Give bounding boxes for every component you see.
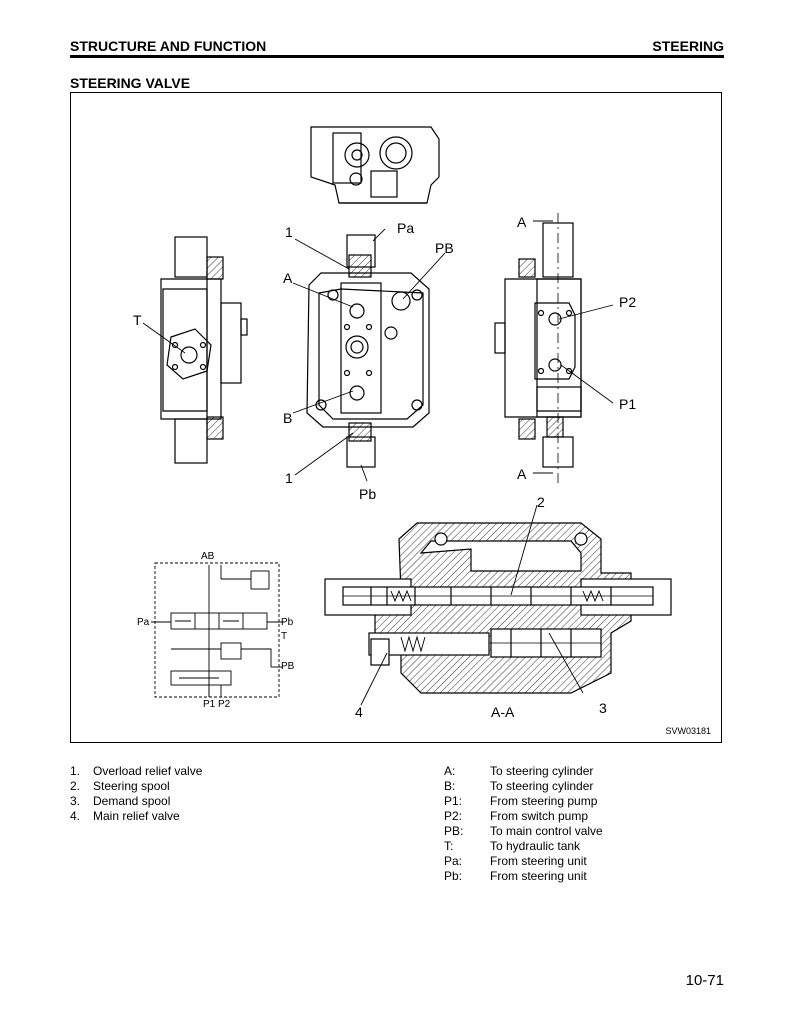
- port-legend: A:To steering cylinder B:To steering cyl…: [444, 764, 603, 884]
- list-item: T:To hydraulic tank: [444, 839, 581, 853]
- page-title: STEERING VALVE: [70, 75, 191, 91]
- steering-valve-figure: 1 Pa PB A T B 1 Pb A P2 P1 A 2 3 4 A-A A…: [70, 92, 722, 743]
- callout-pb-port: PB: [435, 240, 454, 256]
- list-item: PB:To main control valve: [444, 824, 603, 838]
- header-rule: [70, 55, 724, 58]
- left-side-view: [160, 236, 248, 464]
- schematic-p1p2: P1 P2: [203, 699, 231, 710]
- valve-drawing: [142, 126, 672, 706]
- callout-a-top: A: [517, 214, 527, 230]
- parts-list: 1.Overload relief valve 2.Steering spool…: [70, 764, 202, 824]
- schematic-pb-port: PB: [281, 661, 295, 672]
- callout-p1: P1: [619, 396, 636, 412]
- schematic-pa: Pa: [137, 617, 150, 628]
- top-view: [310, 126, 440, 204]
- callout-a: A: [283, 270, 293, 286]
- list-item: P2:From switch pump: [444, 809, 589, 823]
- list-item: B:To steering cylinder: [444, 779, 594, 793]
- list-item: 2.Steering spool: [70, 779, 170, 793]
- schematic-pb: Pb: [281, 617, 294, 628]
- front-view: [306, 234, 430, 468]
- leader-lines: [142, 220, 614, 706]
- callout-a-bottom: A: [517, 466, 527, 482]
- callout-4: 4: [355, 704, 363, 720]
- callout-p2: P2: [619, 294, 636, 310]
- list-item: P1:From steering pump: [444, 794, 598, 808]
- section-label: A-A: [491, 704, 515, 720]
- figure-labels: 1 Pa PB A T B 1 Pb A P2 P1 A 2 3 4 A-A A…: [133, 214, 636, 720]
- callout-b: B: [283, 410, 292, 426]
- schematic-ab: AB: [201, 551, 215, 562]
- callout-t: T: [133, 312, 142, 328]
- list-item: Pa:From steering unit: [444, 854, 587, 868]
- list-item: A:To steering cylinder: [444, 764, 594, 778]
- hydraulic-schematic: [151, 562, 285, 698]
- callout-1-top: 1: [285, 224, 293, 240]
- right-side-view: [494, 213, 582, 483]
- list-item: 3.Demand spool: [70, 794, 171, 808]
- schematic-t: T: [281, 631, 287, 642]
- callout-2: 2: [537, 494, 545, 510]
- list-item: Pb:From steering unit: [444, 869, 587, 883]
- list-item: 1.Overload relief valve: [70, 764, 203, 778]
- callout-pb-lower: Pb: [359, 486, 376, 502]
- figure-id: SVW03181: [665, 726, 711, 736]
- list-item: 4.Main relief valve: [70, 809, 180, 823]
- section-a-a: [324, 522, 672, 694]
- callout-pa: Pa: [397, 220, 414, 236]
- header-chapter: STEERING: [652, 38, 724, 54]
- header-section: STRUCTURE AND FUNCTION: [70, 38, 267, 54]
- page-number: 10-71: [685, 972, 724, 989]
- callout-3: 3: [599, 700, 607, 716]
- callout-1-bottom: 1: [285, 470, 293, 486]
